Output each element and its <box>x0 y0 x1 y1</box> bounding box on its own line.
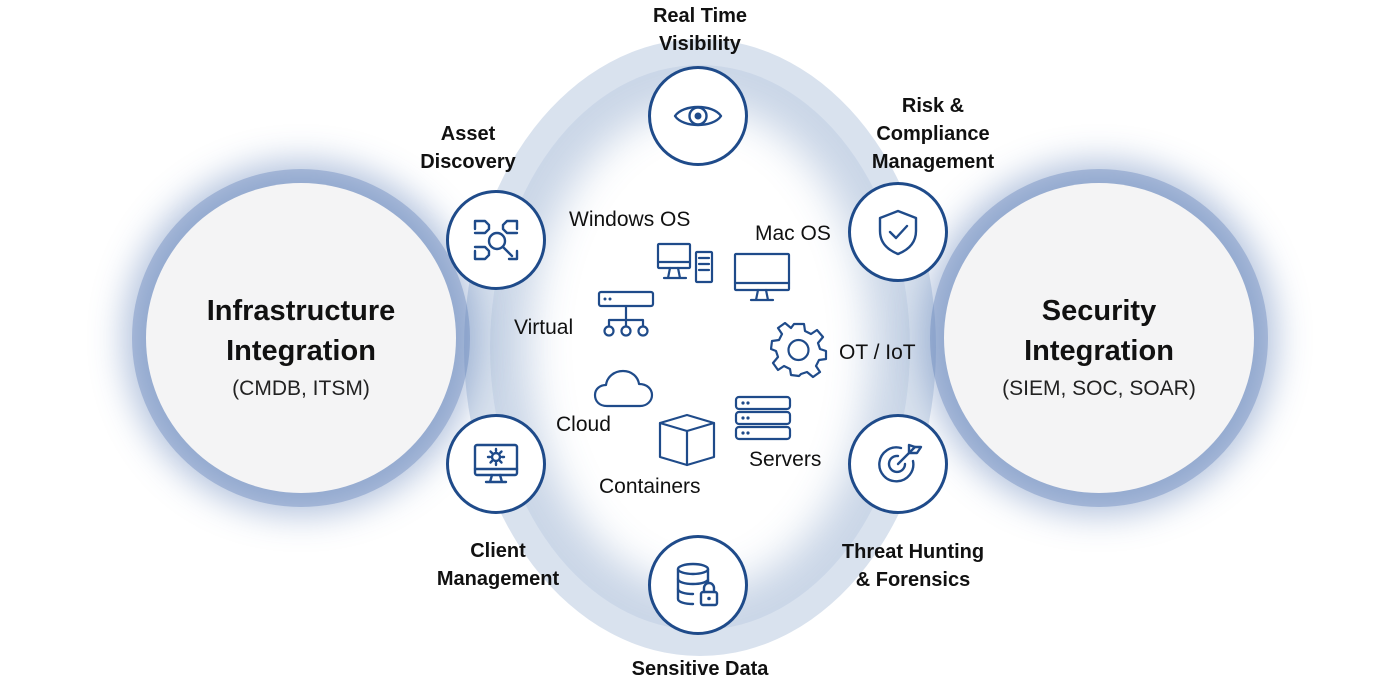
monitor-icon <box>733 252 791 302</box>
containers-label: Containers <box>599 475 701 498</box>
right-panel-title-line1: Security <box>1041 295 1157 327</box>
client-management-label: Client Management <box>398 537 598 593</box>
threat-label-line2: & Forensics <box>855 569 971 591</box>
left-panel-title-line2: Integration <box>226 335 376 367</box>
cloud-icon <box>593 369 654 408</box>
risk-compliance-label: Risk & Compliance Management <box>838 92 1028 176</box>
sensitive-data-node <box>648 535 748 635</box>
asset-label-line2: Discovery <box>420 151 516 173</box>
shield-check-icon <box>878 209 918 256</box>
ot-iot-label: OT / IoT <box>839 341 916 364</box>
asset-discovery-label: Asset Discovery <box>368 120 568 176</box>
real-time-label-line2: Visibility <box>659 33 741 55</box>
threat-label-line1: Threat Hunting <box>841 541 985 563</box>
client-label-line1: Client <box>470 540 526 562</box>
eye-icon <box>673 105 723 127</box>
left-panel-subtitle: (CMDB, ITSM) <box>232 377 370 400</box>
monitor-gear-icon <box>473 443 519 484</box>
threat-hunting-label: Threat Hunting & Forensics <box>813 538 1013 594</box>
virtual-label: Virtual <box>514 316 574 339</box>
network-hierarchy-icon <box>597 290 655 337</box>
asset-label-line1: Asset <box>440 123 496 145</box>
infrastructure-integration-panel: Infrastructure Integration (CMDB, ITSM) <box>146 183 456 493</box>
security-integration-panel: Security Integration (SIEM, SOC, SOAR) <box>944 183 1254 493</box>
servers-icon <box>734 395 792 441</box>
servers-label: Servers <box>749 448 822 471</box>
database-lock-icon <box>676 562 719 607</box>
risk-label-line2: Compliance <box>876 123 990 145</box>
right-panel-subtitle: (SIEM, SOC, SOAR) <box>1002 377 1196 400</box>
client-label-line2: Management <box>436 568 560 590</box>
desktop-tower-icon <box>656 242 714 284</box>
cloud-label: Cloud <box>556 413 611 436</box>
gear-icon <box>770 322 828 379</box>
windows-os-label: Windows OS <box>569 208 691 231</box>
risk-label-line1: Risk & <box>901 95 965 117</box>
real-time-visibility-node <box>648 66 748 166</box>
asset-discovery-node <box>446 190 546 290</box>
mac-os-label: Mac OS <box>755 222 831 245</box>
client-management-node <box>446 414 546 514</box>
container-cube-icon <box>658 413 716 467</box>
risk-compliance-node <box>848 182 948 282</box>
right-panel-title-line2: Integration <box>1024 335 1174 367</box>
left-panel-title-line1: Infrastructure <box>206 295 396 327</box>
threat-hunting-node <box>848 414 948 514</box>
sensitive-data-label: Sensitive Data <box>631 658 769 680</box>
target-arrow-icon <box>878 443 923 483</box>
risk-label-line3: Management <box>871 151 995 173</box>
real-time-visibility-label: Real Time Visibility <box>600 2 800 58</box>
scan-search-icon <box>473 219 519 261</box>
real-time-label-line1: Real Time <box>652 5 748 27</box>
